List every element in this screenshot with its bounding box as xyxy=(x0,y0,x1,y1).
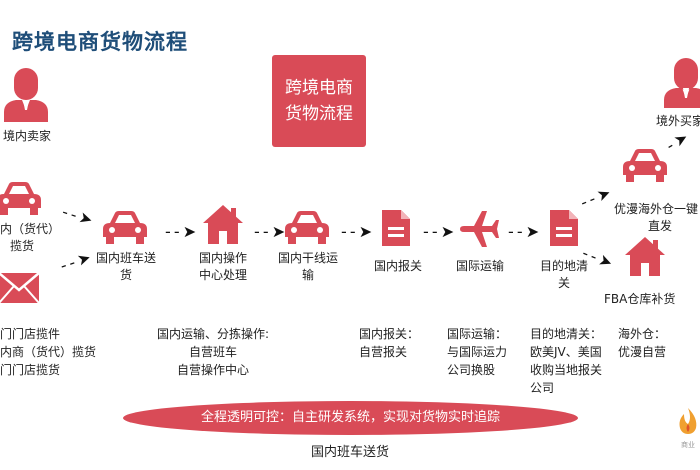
envelope-icon xyxy=(0,272,40,304)
buyer-person-icon xyxy=(662,58,700,108)
arrow-trunk-to-customs: - - ➤ xyxy=(341,222,372,241)
overseas-car-icon xyxy=(622,147,668,183)
banner-caption: 国内班车送货 xyxy=(310,445,389,460)
desc-domestic: 国内运输、分拣操作: 自营班车 自营操作中心 xyxy=(156,327,270,377)
export-declaration-label: 国内报关 xyxy=(373,259,422,273)
overseas-label: 优漫海外仓一键 直发 xyxy=(614,202,699,233)
pickup-label: 境内（货代） 揽货 xyxy=(0,222,61,253)
desc-customs: 国内报关： 自营报关 xyxy=(359,327,420,359)
trunk-car-icon xyxy=(284,209,330,245)
pickup-car-icon xyxy=(0,180,42,216)
truck-label: 国内班车送 货 xyxy=(95,251,156,282)
intl-transport-label: 国际运输 xyxy=(455,259,504,273)
trunk-label: 国内干线运 输 xyxy=(277,251,338,282)
arrow-customs-to-intl: - - ➤ xyxy=(423,222,454,241)
hub-label: 国内操作 中心处理 xyxy=(198,251,247,282)
fba-label: FBA仓库补货 xyxy=(604,292,676,306)
house-icon xyxy=(202,203,244,245)
arrow-truck-to-hub: - - ➤ xyxy=(165,222,196,241)
fba-house-icon xyxy=(624,235,666,277)
desc-overseas: 海外仓： 优漫自营 xyxy=(618,327,667,359)
arrow-pickup-to-truck: - - ➤ xyxy=(59,201,95,230)
desc-dest: 目的地清关： 欧美JV、美国 收购当地报关 公司 xyxy=(530,327,603,395)
tracking-banner: 全程透明可控：自主研发系统，实现对货物实时追踪 xyxy=(123,401,578,435)
logo-icon: 商业 xyxy=(676,406,700,450)
logo-text: 商业 xyxy=(681,441,695,449)
arrow-intl-to-dest: - - ➤ xyxy=(508,222,539,241)
center-title-line1: 跨境电商 xyxy=(285,78,353,98)
buyer-label: 境外买家 xyxy=(656,114,700,128)
desc-left: 上门门店揽件 境内商（货代）揽货 上门门店揽货 xyxy=(0,327,97,377)
seller-label: 境内卖家 xyxy=(3,129,52,143)
desc-intl: 国际运输： 与国际运力 公司换股 xyxy=(447,327,508,377)
dest-customs-label: 目的地清 关 xyxy=(539,259,588,290)
arrow-hub-to-trunk: - - ➤ xyxy=(254,222,285,241)
document-icon xyxy=(381,209,411,247)
center-title-line2: 货物流程 xyxy=(285,104,353,124)
page-title: 跨境电商货物流程 xyxy=(12,30,188,54)
truck-car-icon xyxy=(102,209,148,245)
arrow-dest-to-overseas: - - ➤ xyxy=(577,183,613,212)
document-icon xyxy=(549,209,579,247)
seller-person-icon xyxy=(2,66,50,122)
airplane-icon xyxy=(458,208,500,250)
center-title-box: 跨境电商 货物流程 xyxy=(272,55,366,147)
